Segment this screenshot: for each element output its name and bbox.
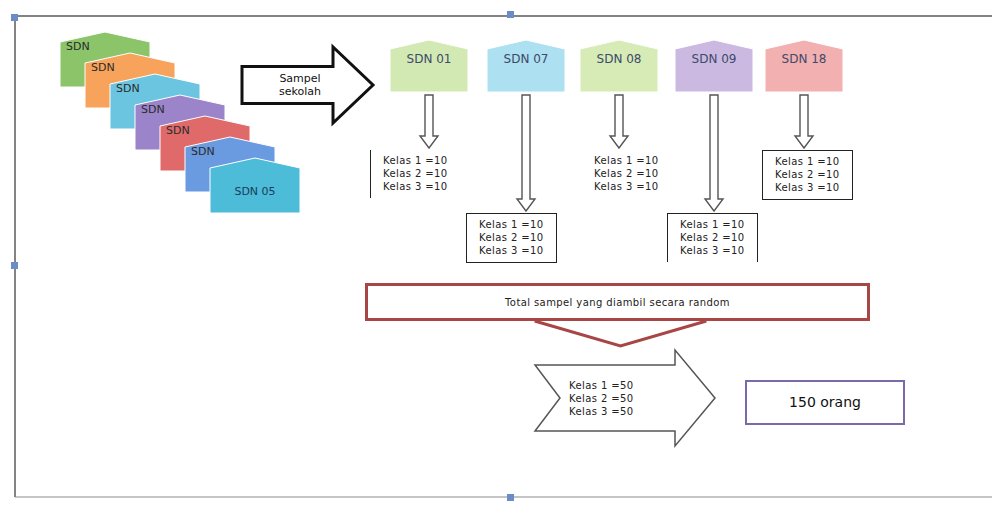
- node-label: SDN: [66, 41, 90, 53]
- school-box: SDN 09: [675, 40, 753, 92]
- frame-line: [14, 16, 16, 497]
- class-count-box: Kelas 1 =10Kelas 2 =10Kelas 3 =10: [370, 150, 460, 198]
- node-label: Kelas 1 =50: [569, 379, 634, 392]
- node-label: SDN: [141, 104, 165, 116]
- class-total-arrow-shape: [535, 350, 715, 446]
- hollow-down-arrow: [795, 95, 813, 148]
- node-label: Kelas 2 =10: [775, 168, 840, 181]
- node-label: Sampel sekolah: [270, 72, 330, 98]
- class-count-box: Kelas 1 =10Kelas 2 =10Kelas 3 =10: [582, 150, 671, 198]
- node-label: SDN: [166, 125, 190, 137]
- node-label: Kelas 3 =10: [775, 181, 840, 194]
- node-label: Kelas 3 =10: [594, 180, 659, 193]
- school-box: SDN 01: [390, 40, 468, 92]
- node-label: SDN: [116, 83, 140, 95]
- hollow-down-arrow: [705, 95, 723, 211]
- sample-arrow-shape: [242, 47, 373, 123]
- school-box-outline: [675, 40, 753, 92]
- school-box-shape: [487, 40, 565, 92]
- frame-handle: [11, 14, 18, 21]
- node-label: SDN 08: [597, 52, 642, 66]
- hollow-down-arrow: [610, 95, 628, 148]
- frame-line: [15, 497, 992, 498]
- hollow-down-arrow: [517, 95, 535, 211]
- node-label: SDN: [191, 146, 215, 158]
- node-label: Kelas 1 =10: [479, 218, 544, 231]
- node-label: Kelas 2 =10: [594, 167, 659, 180]
- class-total-arrow: Kelas 1 =50Kelas 2 =50Kelas 3 =50: [535, 350, 715, 446]
- school-box-outline: [765, 40, 843, 92]
- frame-line: [15, 15, 992, 17]
- school-box-shape: [580, 40, 658, 92]
- total-people-box: 150 orang: [745, 380, 905, 425]
- node-label: Kelas 1 =10: [383, 154, 448, 167]
- node-label: Kelas 3 =10: [479, 244, 544, 257]
- school-box-shape: [390, 40, 468, 92]
- node-label: Total sampel yang diambil secara random: [505, 296, 730, 309]
- class-count-box: Kelas 1 =10Kelas 2 =10Kelas 3 =10: [762, 150, 853, 200]
- school-box-outline: [580, 40, 658, 92]
- class-count-box: Kelas 1 =10Kelas 2 =10Kelas 3 =10: [466, 213, 557, 263]
- total-sample-banner: Total sampel yang diambil secara random: [365, 283, 870, 321]
- school-stack-card-shape: [210, 158, 300, 213]
- banner-pointer: [535, 321, 707, 346]
- sample-arrow: Sampel sekolah: [240, 45, 375, 125]
- node-label: Kelas 1 =10: [594, 154, 659, 167]
- school-box: SDN 18: [765, 40, 843, 92]
- school-box-shape: [765, 40, 843, 92]
- hollow-down-arrow: [420, 95, 438, 148]
- node-label: SDN 09: [692, 52, 737, 66]
- school-box-outline: [487, 40, 565, 92]
- node-label: SDN 05: [234, 186, 275, 198]
- class-count-box: Kelas 1 =10Kelas 2 =10Kelas 3 =10: [667, 213, 758, 262]
- school-box: SDN 08: [580, 40, 658, 92]
- school-stack-card: SDN 05: [210, 158, 300, 213]
- school-box: SDN 07: [487, 40, 565, 92]
- node-label: Kelas 2 =10: [479, 231, 544, 244]
- node-label: SDN 07: [504, 52, 549, 66]
- node-label: 150 orang: [789, 394, 861, 411]
- school-box-shape: [675, 40, 753, 92]
- node-label: SDN: [91, 62, 115, 74]
- node-label: Kelas 1 =10: [775, 155, 840, 168]
- frame-handle: [507, 11, 514, 18]
- school-box-outline: [390, 40, 468, 92]
- node-label: Kelas 2 =10: [383, 167, 448, 180]
- node-label: Kelas 3 =10: [383, 180, 448, 193]
- node-label: Kelas 3 =50: [569, 405, 634, 418]
- node-label: Kelas 2 =10: [680, 231, 745, 244]
- node-label: Kelas 1 =10: [680, 218, 745, 231]
- frame-handle: [11, 262, 18, 269]
- frame-handle: [507, 494, 514, 501]
- node-label: SDN 01: [407, 52, 452, 66]
- node-label: SDN 18: [782, 52, 827, 66]
- node-label: Kelas 2 =50: [569, 392, 634, 405]
- node-label: Kelas 3 =10: [680, 244, 745, 257]
